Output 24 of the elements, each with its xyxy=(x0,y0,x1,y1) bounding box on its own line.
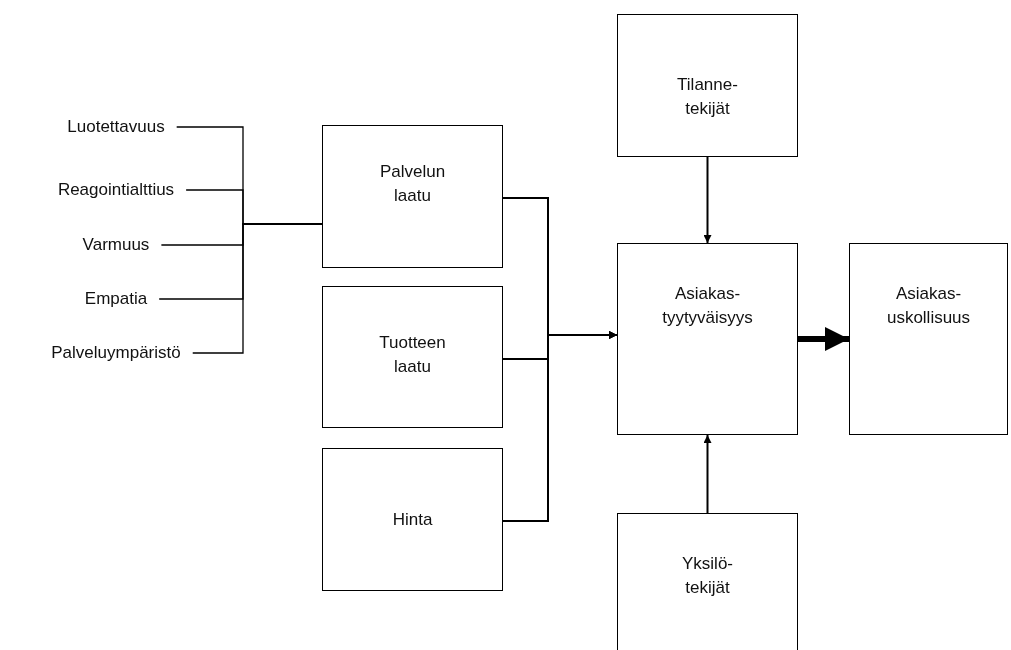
process-box xyxy=(617,513,798,650)
arrow xyxy=(502,331,618,522)
box-label: Palvelun laatu xyxy=(379,161,446,207)
process-box xyxy=(322,125,503,268)
process-box xyxy=(849,243,1008,435)
factor-label: Reagointialttius xyxy=(57,179,175,201)
connector-line xyxy=(192,223,323,354)
box-label: Hinta xyxy=(392,509,433,531)
arrow xyxy=(703,434,712,514)
factor-label: Empatia xyxy=(84,288,148,310)
box-label: Asiakas-tyytyväisyys xyxy=(662,283,753,329)
process-box xyxy=(322,286,503,428)
factor-label: Palveluympäristö xyxy=(51,342,181,364)
arrow xyxy=(703,156,712,244)
process-box xyxy=(617,243,798,435)
arrow xyxy=(798,327,849,351)
factor-label: Luotettavuus xyxy=(67,116,165,138)
box-label: Tilanne-tekijät xyxy=(677,74,738,120)
factor-label: Varmuus xyxy=(82,234,150,256)
box-label: Yksilö-tekijät xyxy=(682,553,733,599)
process-box xyxy=(617,14,798,157)
box-label: Asiakas-uskollisuus xyxy=(886,283,971,329)
box-label: Tuotteen laatu xyxy=(379,332,446,378)
process-box xyxy=(322,448,503,591)
